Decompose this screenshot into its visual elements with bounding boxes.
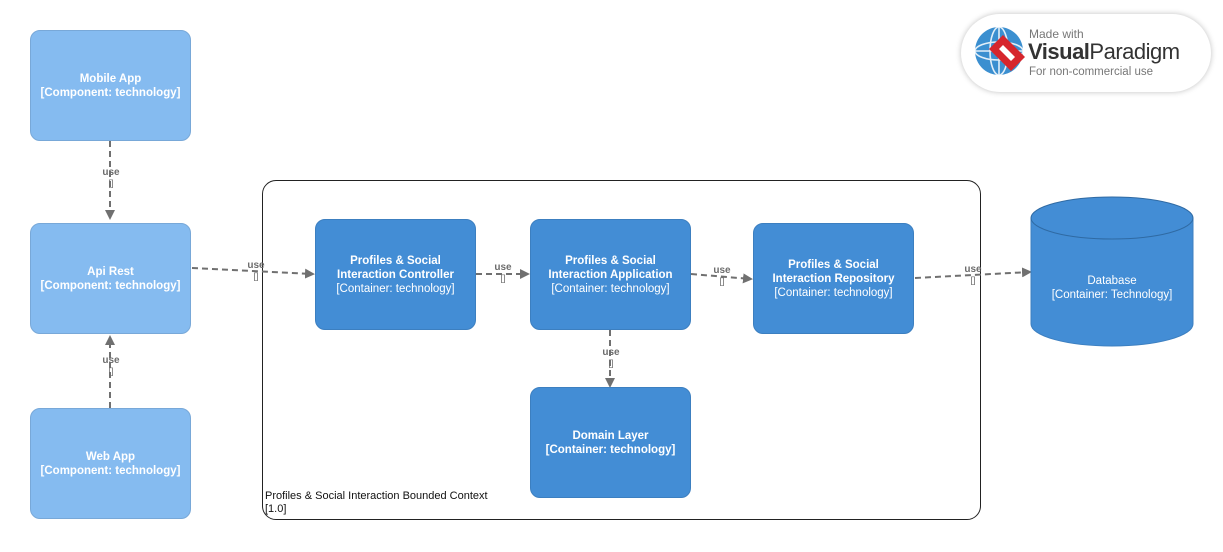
node-tech: [Component: technology] [40, 279, 181, 292]
edge-label-sub: [] [719, 276, 725, 286]
node-tech: [Container: technology] [336, 282, 455, 295]
node-title-2: Interaction Application [548, 268, 673, 281]
edge-label-text: use [494, 262, 512, 273]
edge-label-application-domain: use[] [596, 347, 626, 369]
edge-label-repository-database: use[] [958, 264, 988, 286]
node-title-1: Profiles & Social [788, 258, 879, 271]
edge-label-text: use [602, 347, 620, 358]
edge-application-to-repository [690, 273, 753, 284]
node-tech: [Container: technology] [545, 443, 676, 456]
edge-api-to-controller [191, 267, 315, 279]
bounded-context-name: Profiles & Social Interaction Bounded Co… [265, 490, 488, 502]
badge-usage: For non-commercial use [1029, 66, 1153, 78]
domain-layer-node[interactable]: Domain Layer [Container: technology] [530, 387, 691, 498]
node-title: Database [1087, 275, 1137, 287]
node-title: Web App [85, 450, 136, 463]
edge-label-sub: [] [253, 271, 259, 281]
node-tech: [Container: Technology] [1051, 289, 1173, 301]
edge-label-application-repository: use[] [707, 265, 737, 287]
bounded-context-version: [1.0] [265, 503, 287, 515]
edge-label-text: use [102, 167, 120, 178]
edge-label-sub: [] [608, 358, 614, 368]
node-title: Mobile App [79, 72, 142, 85]
edge-label-mobile-api: use[] [96, 167, 126, 189]
node-title-2: Interaction Controller [337, 268, 454, 281]
bounded-context-label: Profiles & Social Interaction Bounded Co… [265, 490, 488, 516]
controller-node[interactable]: Profiles & Social Interaction Controller… [315, 219, 476, 330]
edge-label-text: use [713, 265, 731, 276]
repository-node[interactable]: Profiles & Social Interaction Repository… [753, 223, 914, 334]
edge-label-sub: [] [500, 273, 506, 283]
edge-repository-to-database [914, 267, 1032, 279]
application-node[interactable]: Profiles & Social Interaction Applicatio… [530, 219, 691, 330]
node-tech: [Container: technology] [551, 282, 670, 295]
edge-label-controller-application: use[] [488, 262, 518, 284]
edge-label-sub: [] [108, 366, 114, 376]
bounded-context-boundary [262, 180, 981, 520]
api-rest-node[interactable]: Api Rest [Component: technology] [30, 223, 191, 334]
database-cylinder-icon[interactable] [1030, 196, 1196, 348]
node-tech: [Component: technology] [40, 464, 181, 477]
node-title-1: Profiles & Social [565, 254, 656, 267]
node-title: Api Rest [87, 265, 134, 278]
edge-label-text: use [102, 355, 120, 366]
edge-label-text: use [247, 260, 265, 271]
edge-label-api-controller: use[] [241, 260, 271, 282]
visual-paradigm-badge: Made with VisualParadigm For non-commerc… [961, 14, 1211, 92]
node-title-1: Profiles & Social [350, 254, 441, 267]
edge-label-sub: [] [970, 275, 976, 285]
node-tech: [Component: technology] [40, 86, 181, 99]
badge-brand-rest: Paradigm [1089, 39, 1180, 64]
web-app-node[interactable]: Web App [Component: technology] [30, 408, 191, 519]
badge-brand-bold: Visual [1028, 39, 1090, 64]
mobile-app-node[interactable]: Mobile App [Component: technology] [30, 30, 191, 141]
node-title-2: Interaction Repository [772, 272, 895, 285]
node-tech: [Container: technology] [774, 286, 893, 299]
visual-paradigm-logo-icon [974, 26, 1025, 76]
badge-made-with: Made with [1029, 27, 1084, 41]
edge-label-sub: [] [108, 178, 114, 188]
node-title: Domain Layer [572, 429, 649, 442]
edge-label-web-api: use[] [96, 355, 126, 377]
badge-brand: VisualParadigm [1028, 39, 1180, 65]
database-label: Database [Container: Technology] [1031, 274, 1193, 302]
edge-label-text: use [964, 264, 982, 275]
